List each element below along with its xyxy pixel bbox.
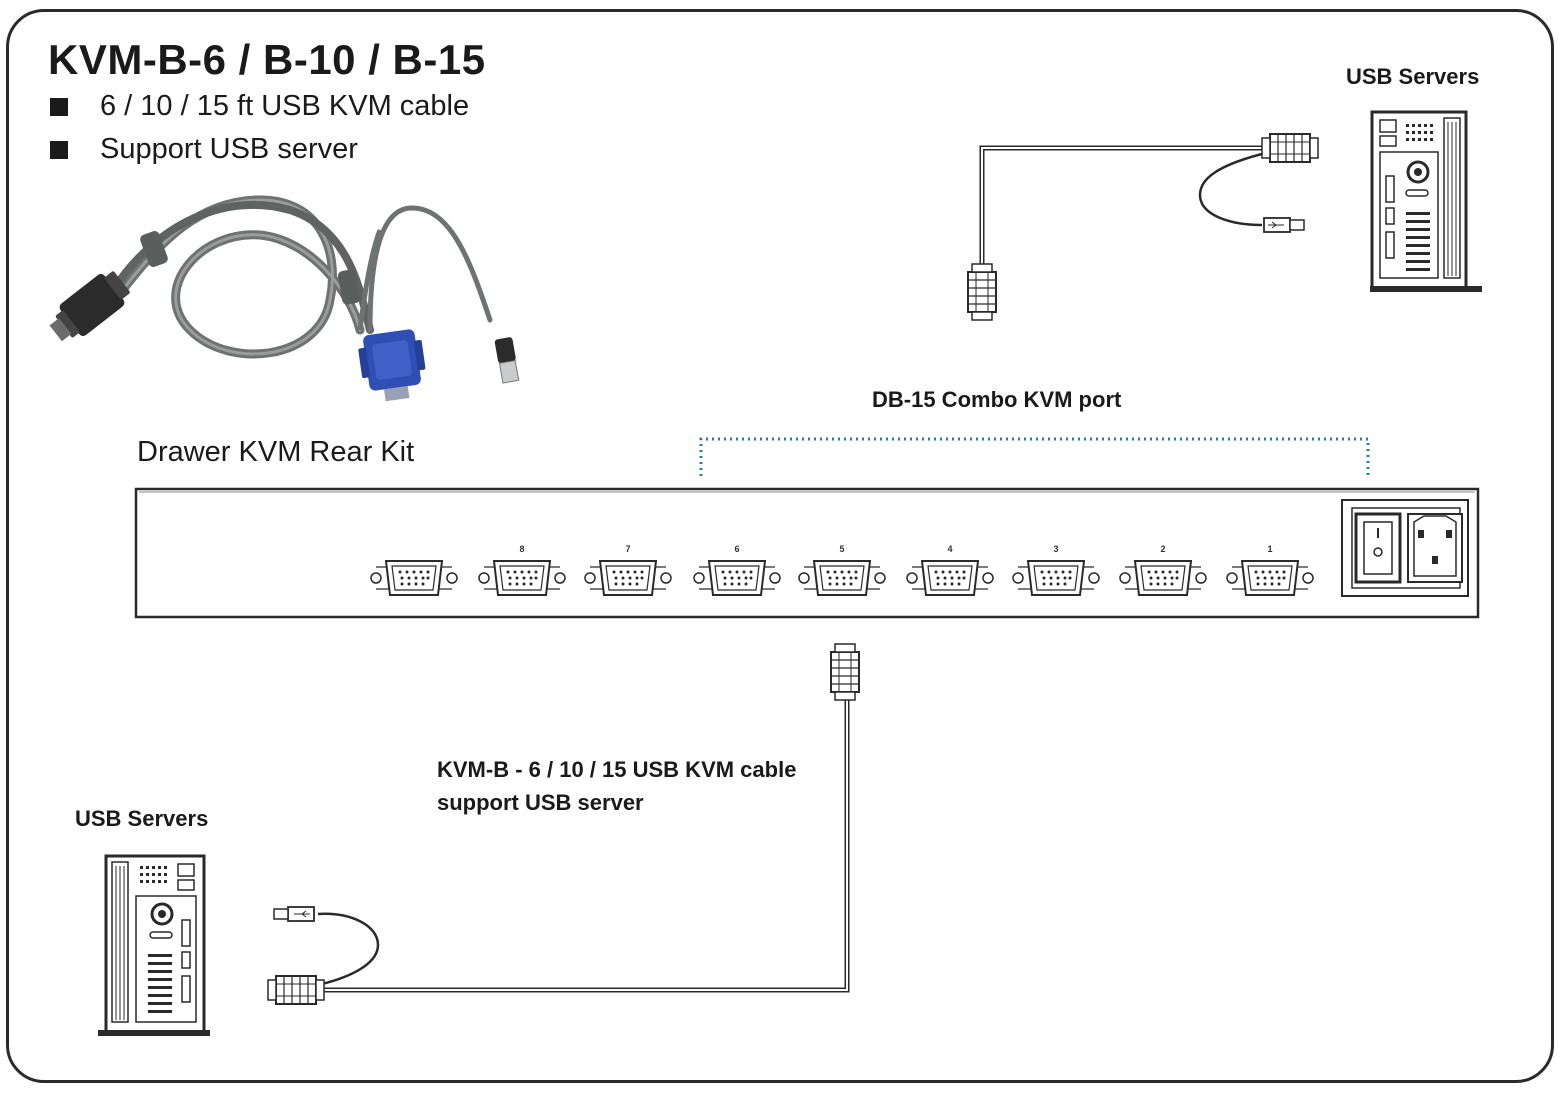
cable-caption-line2: support USB server <box>437 790 644 815</box>
bullet-text: Support USB server <box>100 133 358 165</box>
kvm-ports: 8 7 6 5 4 3 2 1 <box>370 544 1314 596</box>
port-number-label: 8 <box>519 544 524 554</box>
bullet-item: 6 / 10 / 15 ft USB KVM cable <box>50 90 469 123</box>
port-number-label: 6 <box>734 544 739 554</box>
bullet-item: Support USB server <box>50 133 358 166</box>
port-number-label: 2 <box>1160 544 1165 554</box>
bullet-text: 6 / 10 / 15 ft USB KVM cable <box>100 90 470 122</box>
kvm-port: 4 <box>906 544 994 596</box>
cable-caption-line1: KVM-B - 6 / 10 / 15 USB KVM cable <box>437 757 797 782</box>
port-number-label: 1 <box>1267 544 1272 554</box>
combo-port-bracket <box>699 437 1370 476</box>
kvm-port: 1 <box>1226 544 1314 596</box>
diagram-frame <box>6 9 1554 1083</box>
square-bullet-icon <box>50 140 68 159</box>
square-bullet-icon <box>50 97 68 116</box>
rear-panel <box>134 487 1480 619</box>
usb-kvm-cable-bottom <box>267 643 860 1005</box>
page-title: KVM-B-6 / B-10 / B-15 <box>48 36 486 83</box>
kvm-port: 7 <box>584 544 672 596</box>
usb-servers-label-top: USB Servers <box>1346 64 1480 89</box>
kvm-port: 3 <box>1012 544 1100 596</box>
port-number-label: 3 <box>1053 544 1058 554</box>
usb-kvm-cable-top <box>967 133 1319 321</box>
server-tower-top <box>1370 110 1482 292</box>
port-number-label: 5 <box>839 544 844 554</box>
kvm-cable-photo <box>49 195 520 402</box>
port-number-label: 4 <box>947 544 952 554</box>
kvm-port: 5 <box>798 544 886 596</box>
kvm-port: 2 <box>1119 544 1207 596</box>
kvm-port: 6 <box>693 544 781 596</box>
combo-port-label: DB-15 Combo KVM port <box>872 387 1122 412</box>
kvm-port: 8 <box>478 544 566 596</box>
rear-kit-label: Drawer KVM Rear Kit <box>137 436 415 468</box>
port-number-label: 7 <box>625 544 630 554</box>
server-tower-bottom <box>98 854 210 1036</box>
usb-servers-label-bottom: USB Servers <box>75 806 209 831</box>
